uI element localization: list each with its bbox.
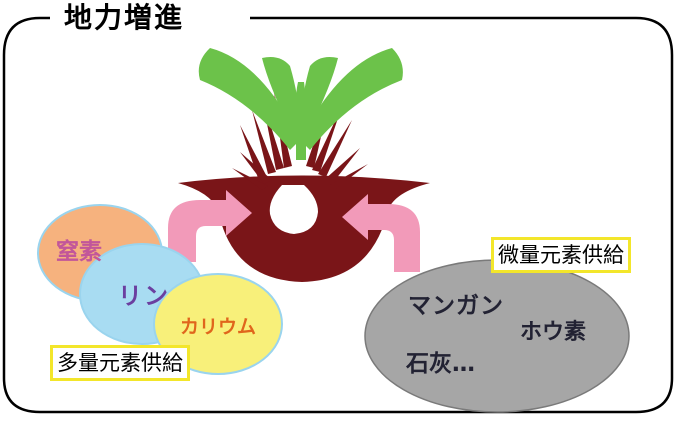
micro-supply-label: 微量元素供給 (491, 237, 631, 273)
sprout-leaves (198, 48, 403, 160)
page-title: 地力増進 (50, 0, 199, 40)
root-bulb (269, 185, 318, 234)
nitrogen-label: 窒素 (56, 239, 102, 265)
right-arrow (342, 194, 420, 272)
left-arrow (168, 190, 252, 262)
manganese-label: マンガン (408, 293, 504, 319)
potassium-label: カリウム (180, 316, 257, 338)
phosphorus-label: リン (118, 282, 170, 310)
macro-supply-label: 多量元素供給 (50, 345, 190, 381)
frame-border (2, 16, 674, 414)
lime-label: 石灰… (406, 351, 475, 377)
boron-label: ホウ素 (520, 320, 587, 345)
micro-elements-ellipse (364, 259, 630, 413)
